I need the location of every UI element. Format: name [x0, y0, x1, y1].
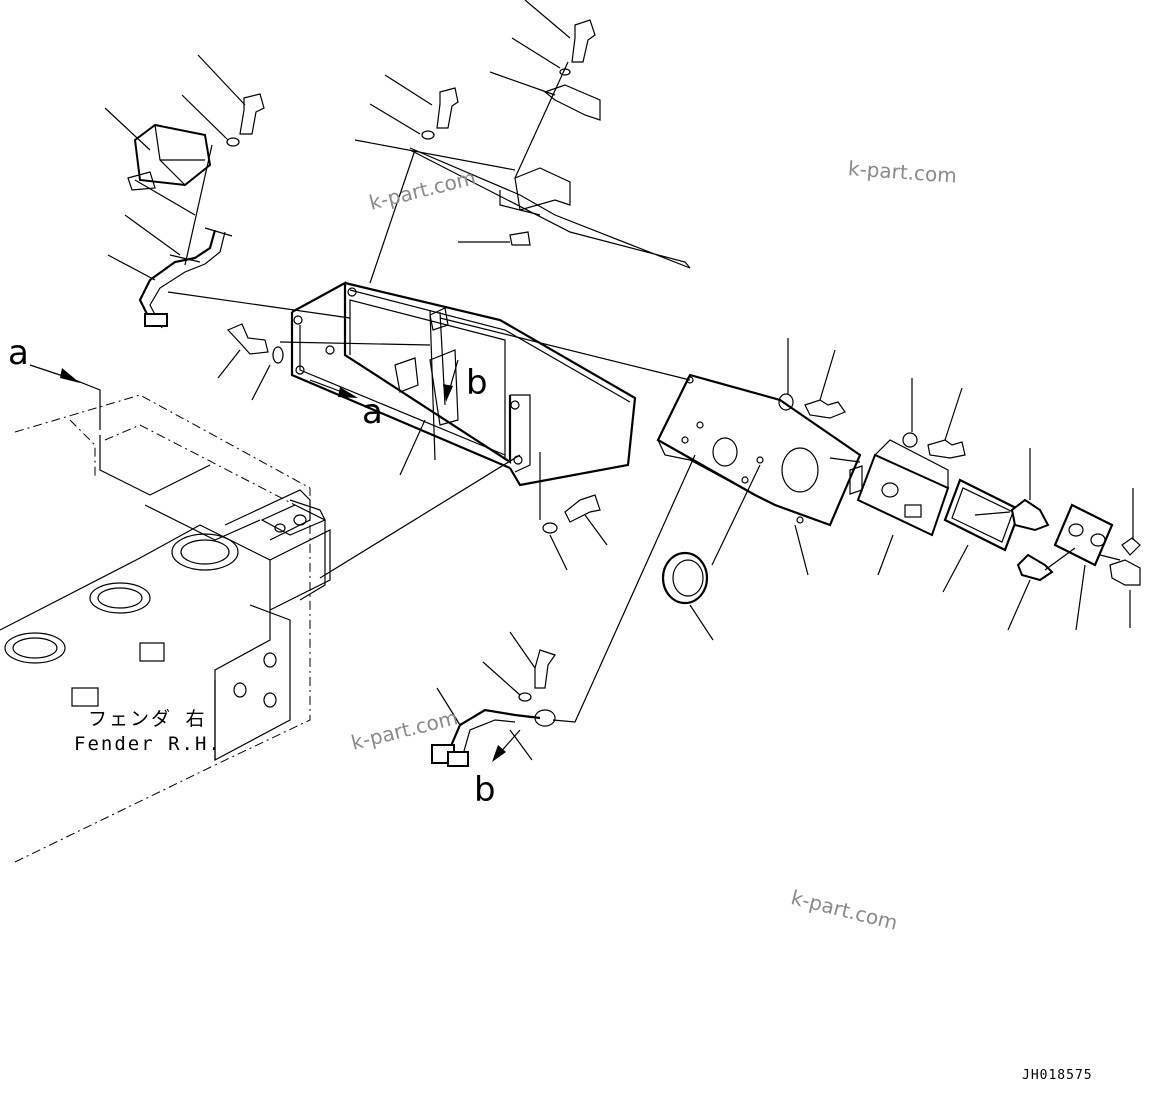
cover-plate [409, 147, 691, 269]
switches [1010, 498, 1054, 582]
fender-rh-outline [14, 394, 311, 863]
view-arrows [29, 359, 521, 762]
gasket [943, 478, 1022, 552]
view-arrow-b-box-label: b [466, 363, 488, 403]
fender-body [0, 435, 331, 761]
fender-label-en: Fender R.H. [74, 733, 222, 755]
drawing-code: JH018575 [1022, 1068, 1093, 1083]
wire-harness-lower [431, 649, 556, 767]
small-plate [1053, 503, 1141, 586]
leader-lines [104, 0, 1134, 761]
wire-harness-upper [138, 227, 233, 329]
view-arrow-a-label: a [8, 333, 29, 373]
grommet [661, 551, 709, 605]
relay [127, 123, 212, 191]
mounting-box [290, 281, 637, 487]
view-arrow-a-box-label: a [362, 392, 383, 432]
front-plate [656, 373, 862, 527]
fender-label-jp: フェンダ 右 [88, 708, 207, 730]
view-arrow-b-harness-label: b [474, 770, 496, 810]
bolts-box-side [226, 323, 601, 534]
bolts-top [226, 19, 596, 147]
switch-box [849, 439, 950, 537]
bolts-plate [778, 393, 966, 459]
